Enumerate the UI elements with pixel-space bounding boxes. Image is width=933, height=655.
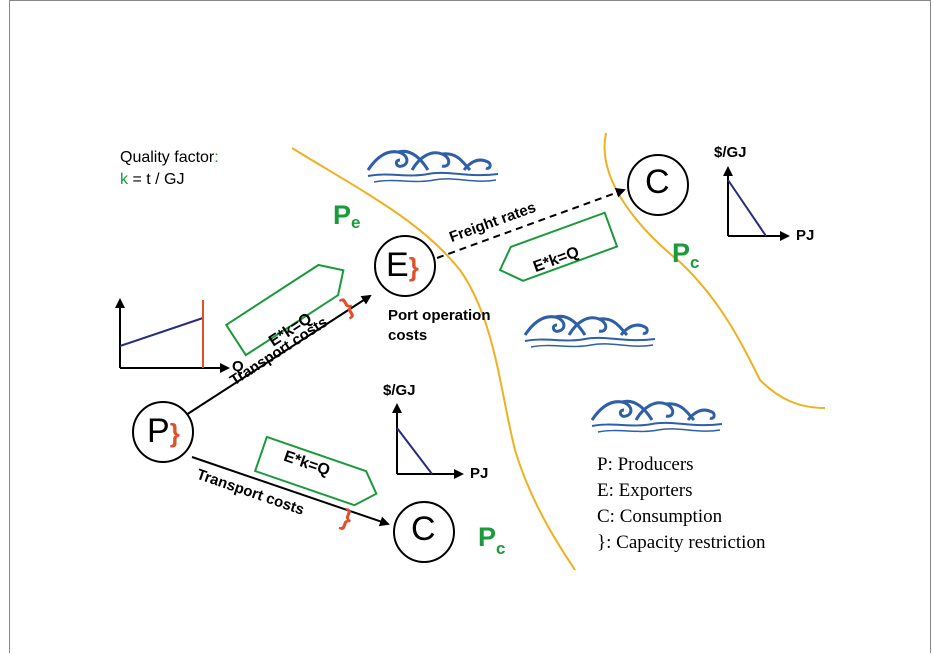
port-operation-label: Port operation costs (388, 307, 491, 344)
demand-y-label-mid: $/GJ (383, 382, 416, 399)
demand-y-label-top: $/GJ (714, 144, 747, 161)
legend-item: E: Exporters (597, 480, 693, 501)
price-consumer-bottom: Pc (478, 522, 506, 558)
exporter-label: E} (386, 246, 419, 284)
price-exporter: Pe (333, 200, 361, 232)
quality-factor-formula: k = t / GJ (120, 171, 185, 188)
ekq-tag-1 (224, 263, 345, 357)
legend-item: P: Producers (597, 454, 694, 475)
exporter-node (374, 235, 436, 297)
producer-node (132, 401, 194, 463)
legend-item: C: Consumption (597, 506, 723, 527)
producer-label: P} (147, 412, 180, 450)
supply-x-label: Q (232, 358, 244, 375)
price-consumer-top: Pc (672, 238, 700, 272)
consumer-node-top (627, 154, 689, 216)
consumer-node-bottom (393, 501, 455, 563)
wave-icon (590, 399, 724, 434)
arrow-p-to-e (185, 294, 372, 416)
quality-factor-label: Quality factor: (120, 149, 219, 166)
demand-x-label-top: PJ (796, 227, 815, 244)
ekq-tag-3 (498, 211, 619, 282)
arrow-e-to-c (436, 188, 626, 259)
supply-curve (119, 317, 204, 347)
arrow-p-to-c (191, 456, 390, 527)
wave-icon (366, 149, 500, 184)
legend: P: Producers E: Exporters C: Consumption… (597, 452, 765, 556)
consumer-label-bottom: C (411, 510, 436, 548)
consumer-label-top: C (645, 163, 670, 201)
slide-frame (9, 0, 931, 653)
ekq-tag-2 (253, 435, 378, 507)
legend-item: }: Capacity restriction (597, 532, 766, 553)
demand-curve-top (727, 179, 767, 237)
demand-x-label-mid: PJ (470, 465, 489, 482)
demand-curve-mid (396, 427, 433, 475)
coastline-left (291, 147, 576, 571)
wave-icon (523, 314, 657, 349)
